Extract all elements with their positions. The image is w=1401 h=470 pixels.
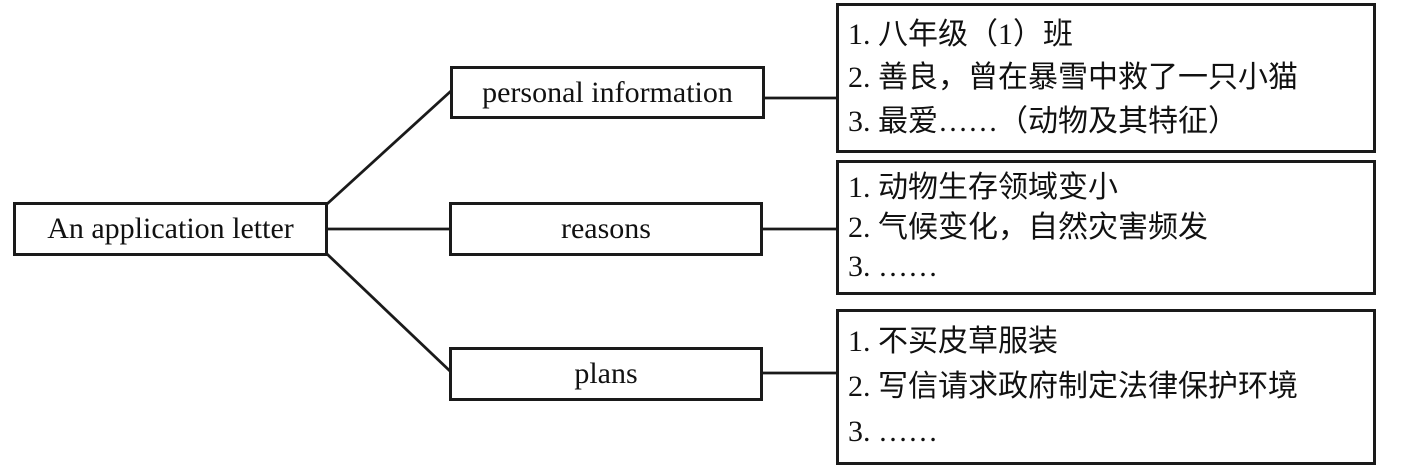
root-node-label: An application letter [47, 212, 294, 245]
detail-line: 3. …… [848, 250, 938, 284]
branch-label-reasons: reasons [561, 212, 651, 245]
detail-line: 1. 不买皮草服装 [848, 325, 1058, 358]
detail-box-reasons: 1. 动物生存领域变小 2. 气候变化，自然灾害频发 3. …… [836, 160, 1376, 295]
connector-root-to-plans [326, 252, 452, 374]
branch-box-personal-information: personal information [450, 66, 765, 119]
detail-line: 1. 八年级（1）班 [848, 17, 1073, 51]
branch-label-plans: plans [574, 357, 638, 390]
branch-box-plans: plans [449, 347, 763, 401]
detail-line: 3. 最爱……（动物及其特征） [848, 104, 1238, 138]
root-node-box: An application letter [13, 202, 328, 256]
branch-label-personal-information: personal information [482, 75, 733, 109]
branch-box-reasons: reasons [449, 202, 763, 256]
detail-line: 3. …… [848, 415, 938, 448]
connector-root-to-personal [326, 89, 452, 206]
detail-line: 2. 善良，曾在暴雪中救了一只小猫 [848, 61, 1298, 94]
detail-line: 2. 写信请求政府制定法律保护环境 [848, 370, 1298, 403]
detail-box-personal-information: 1. 八年级（1）班 2. 善良，曾在暴雪中救了一只小猫 3. 最爱……（动物及… [836, 3, 1376, 153]
detail-line: 1. 动物生存领域变小 [848, 170, 1118, 204]
detail-line: 2. 气候变化，自然灾害频发 [848, 210, 1208, 244]
detail-box-plans: 1. 不买皮草服装 2. 写信请求政府制定法律保护环境 3. …… [836, 309, 1376, 465]
